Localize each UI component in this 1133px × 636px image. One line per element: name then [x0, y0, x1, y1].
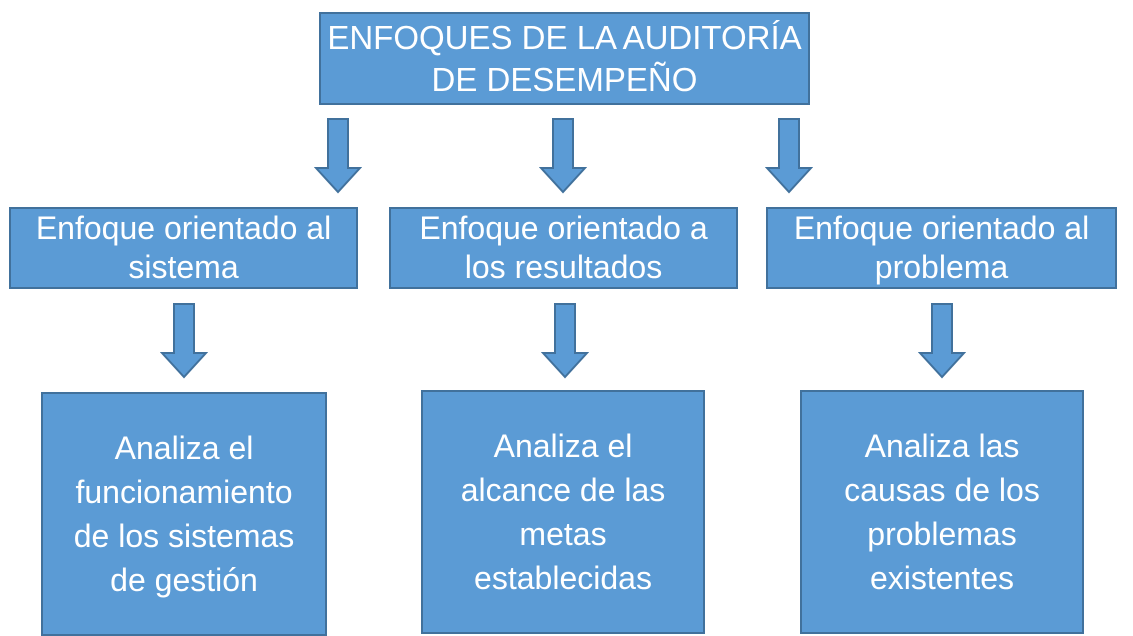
arrow-down-icon [539, 118, 587, 194]
diagram-title-box: ENFOQUES DE LA AUDITORÍA DE DESEMPEÑO [319, 12, 810, 105]
arrow-down-icon [765, 118, 813, 194]
description-text: Analiza el alcance de las metas establec… [460, 428, 666, 596]
diagram-title: ENFOQUES DE LA AUDITORÍA DE DESEMPEÑO [327, 18, 802, 98]
approach-box-system: Enfoque orientado al sistema [9, 207, 358, 289]
description-box-results: Analiza el alcance de las metas establec… [421, 390, 705, 634]
approach-label: Enfoque orientado al problema [793, 210, 1090, 285]
description-box-system: Analiza el funcionamiento de los sistema… [41, 392, 327, 636]
approach-label: Enfoque orientado al sistema [35, 210, 332, 285]
approach-box-results: Enfoque orientado a los resultados [389, 207, 738, 289]
description-text: Analiza las causas de los problemas exis… [844, 428, 1040, 596]
approach-box-problem: Enfoque orientado al problema [766, 207, 1117, 289]
arrow-down-icon [160, 303, 208, 379]
arrow-down-icon [918, 303, 966, 379]
arrow-down-icon [314, 118, 362, 194]
arrow-down-icon [541, 303, 589, 379]
approach-label: Enfoque orientado a los resultados [419, 210, 708, 285]
description-box-problem: Analiza las causas de los problemas exis… [800, 390, 1084, 634]
description-text: Analiza el funcionamiento de los sistema… [73, 430, 295, 598]
